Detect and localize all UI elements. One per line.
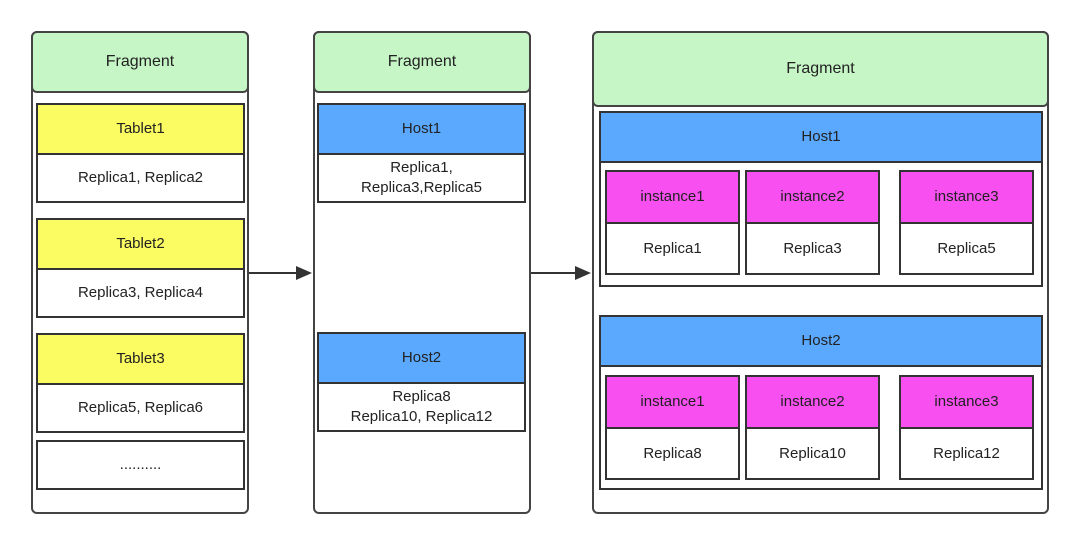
tablet1-box: Tablet1 bbox=[36, 103, 245, 155]
tablet2-replicas: Replica3, Replica4 bbox=[36, 268, 245, 318]
fragment-header-label: Fragment bbox=[105, 53, 175, 70]
host2-box: Host2 bbox=[317, 332, 526, 384]
replica-line: Replica3,Replica5 bbox=[361, 179, 482, 196]
host1-instance2-replica: Replica3 bbox=[745, 222, 880, 275]
tablet1-replicas: Replica1, Replica2 bbox=[36, 153, 245, 203]
arrow-col2-to-col3 bbox=[531, 266, 591, 280]
replica-list: Replica5, Replica6 bbox=[77, 399, 204, 416]
fragment-header: Fragment bbox=[313, 31, 531, 93]
fragment-header-label: Fragment bbox=[786, 60, 855, 77]
host2-bar: Host2 bbox=[599, 315, 1043, 367]
host1-replicas: Replica1, Replica3,Replica5 bbox=[317, 153, 526, 203]
host2-replicas: Replica8 Replica10, Replica12 bbox=[317, 382, 526, 432]
replica-label: Replica1 bbox=[643, 239, 702, 257]
instance-label: instance1 bbox=[640, 188, 705, 205]
host1-instance3-replica: Replica5 bbox=[899, 222, 1034, 275]
replica-list: Replica3, Replica4 bbox=[77, 284, 204, 301]
host1-box: Host1 bbox=[317, 103, 526, 155]
tablet3-replicas: Replica5, Replica6 bbox=[36, 383, 245, 433]
fragment-header: Fragment bbox=[592, 31, 1049, 107]
tablet-label: Tablet2 bbox=[116, 235, 165, 252]
instance-label: instance2 bbox=[780, 188, 845, 205]
tablet3-box: Tablet3 bbox=[36, 333, 245, 385]
host1-bar: Host1 bbox=[599, 111, 1043, 163]
instance-label: instance3 bbox=[934, 188, 999, 205]
replica-label: Replica3 bbox=[783, 239, 842, 257]
instance-label: instance3 bbox=[934, 393, 999, 410]
host1-instance1-replica: Replica1 bbox=[605, 222, 740, 275]
tablet-label: Tablet3 bbox=[116, 350, 165, 367]
host2-instance3: instance3 bbox=[899, 375, 1034, 429]
replica-line: Replica8 bbox=[392, 388, 451, 405]
replica-label: Replica8 bbox=[643, 444, 702, 462]
arrow-col1-to-col2 bbox=[249, 266, 312, 280]
replica-label: Replica10 bbox=[779, 444, 846, 462]
replica-line: Replica10, Replica12 bbox=[350, 408, 493, 425]
replica-line: Replica1, bbox=[390, 159, 453, 176]
replica-label: Replica12 bbox=[933, 444, 1000, 462]
host2-instance1-replica: Replica8 bbox=[605, 427, 740, 480]
host-label: Host1 bbox=[801, 128, 841, 145]
ellipsis-box: .......... bbox=[36, 440, 245, 490]
host2-instance2-replica: Replica10 bbox=[745, 427, 880, 480]
instance-label: instance2 bbox=[780, 393, 845, 410]
ellipsis-text: .......... bbox=[119, 456, 162, 473]
host1-instance1: instance1 bbox=[605, 170, 740, 224]
replica-list: Replica1, Replica2 bbox=[77, 169, 204, 186]
host-label: Host2 bbox=[801, 332, 841, 349]
host-label: Host1 bbox=[401, 120, 442, 137]
instance-label: instance1 bbox=[640, 393, 705, 410]
replica-label: Replica5 bbox=[937, 239, 996, 257]
fragment-header-label: Fragment bbox=[387, 53, 457, 70]
host2-instance3-replica: Replica12 bbox=[899, 427, 1034, 480]
fragment-header: Fragment bbox=[31, 31, 249, 93]
host-label: Host2 bbox=[401, 349, 442, 366]
tablet-label: Tablet1 bbox=[116, 120, 165, 137]
